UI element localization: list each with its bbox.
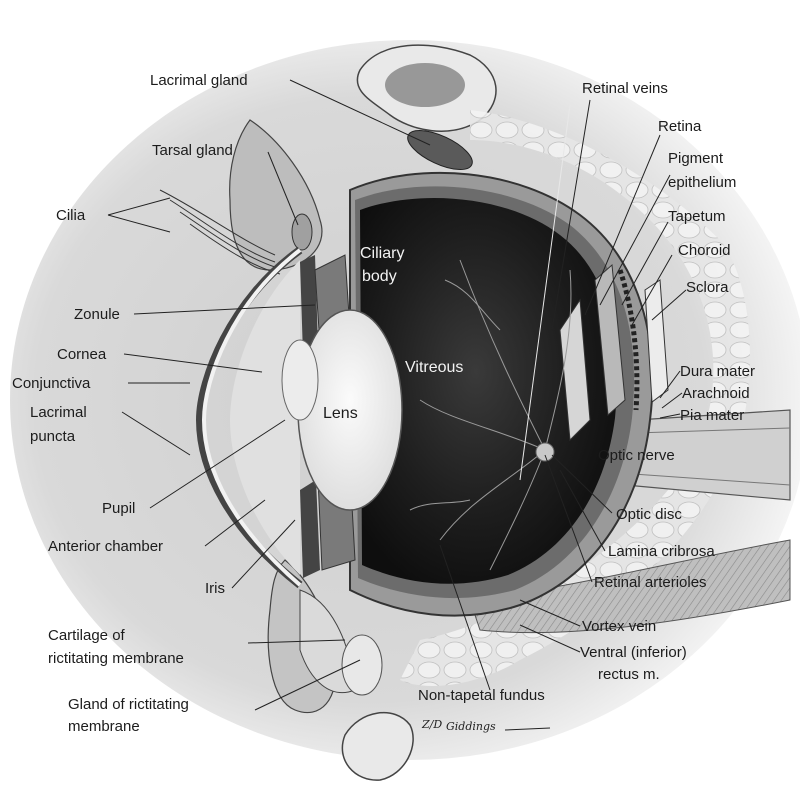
leader-lines-right	[439, 99, 687, 691]
label-retinal-veins: Retinal veins	[582, 80, 668, 97]
anterior-chamber-shape	[230, 260, 300, 575]
label-cartilage-line1: Cartilage of	[48, 627, 126, 644]
tapetum-layer	[617, 269, 640, 411]
label-lamina-cribrosa: Lamina cribrosa	[608, 543, 715, 560]
label-vitreous: Vitreous	[405, 359, 463, 376]
bone-marrow	[385, 63, 465, 107]
iris-lower	[300, 480, 320, 578]
label-iris: Iris	[205, 580, 225, 597]
orbital-bone-bottom	[341, 711, 414, 781]
label-lacrimal-gland: Lacrimal gland	[150, 72, 248, 89]
label-gland-line1: Gland of rictitating	[68, 696, 189, 713]
label-lacrimal-puncta-line2: puncta	[30, 428, 76, 445]
signature-text: Giddings	[446, 720, 496, 733]
label-ciliary-line1: Ciliary	[360, 245, 404, 262]
label-vortex-vein: Vortex vein	[582, 618, 656, 635]
label-cilia: Cilia	[56, 207, 86, 224]
pigment-layer	[594, 263, 626, 417]
signature-fraction: Z/D	[421, 718, 442, 731]
retina-layer	[559, 298, 591, 442]
label-cornea: Cornea	[57, 346, 107, 363]
label-anterior-chamber: Anterior chamber	[48, 538, 163, 555]
label-choroid: Choroid	[678, 242, 731, 259]
label-tarsal-gland: Tarsal gland	[152, 142, 233, 159]
label-ciliary-line2: body	[362, 268, 397, 285]
vitreous-chamber	[360, 197, 617, 584]
label-retinal-arterioles: Retinal arterioles	[594, 574, 707, 591]
label-non-tapetal-fundus: Non-tapetal fundus	[418, 687, 545, 704]
tarsal-gland-shape	[291, 213, 313, 251]
sclera-strip	[644, 279, 669, 403]
label-pigment-line1: Pigment	[668, 150, 724, 167]
leader-lines-inner	[519, 104, 571, 481]
label-arachnoid: Arachnoid	[682, 385, 750, 402]
label-cartilage-line2: rictitating membrane	[48, 650, 184, 667]
nictitating-gland	[341, 634, 383, 696]
ventral-rectus-muscle	[469, 539, 791, 634]
label-sclera: Sclora	[686, 279, 729, 296]
label-conjunctiva: Conjunctiva	[12, 375, 91, 392]
orbital-fat	[400, 110, 750, 686]
artist-signature: Z/D Giddings	[421, 718, 551, 733]
label-tapetum: Tapetum	[668, 208, 726, 225]
leader-lines-left	[107, 79, 431, 711]
label-retina: Retina	[658, 118, 702, 135]
label-pupil: Pupil	[102, 500, 135, 517]
label-dura-mater: Dura mater	[680, 363, 755, 380]
retinal-vessels	[409, 259, 572, 571]
label-gland-line2: membrane	[68, 718, 140, 735]
signature-underline	[504, 727, 551, 731]
label-pigment-line2: epithelium	[668, 174, 736, 191]
label-optic-disc: Optic disc	[616, 506, 682, 523]
label-pia-mater: Pia mater	[680, 407, 744, 424]
label-lacrimal-puncta-line1: Lacrimal	[30, 404, 87, 421]
cornea-inner	[201, 248, 302, 587]
label-ventral-line1: Ventral (inferior)	[580, 644, 687, 661]
label-zonule: Zonule	[74, 306, 120, 323]
optic-disc-shape	[535, 442, 555, 462]
lens-front-bulge	[281, 339, 319, 421]
label-ventral-line2: rectus m.	[598, 666, 660, 683]
label-optic-nerve: Optic nerve	[598, 447, 675, 464]
label-lens: Lens	[323, 405, 358, 422]
